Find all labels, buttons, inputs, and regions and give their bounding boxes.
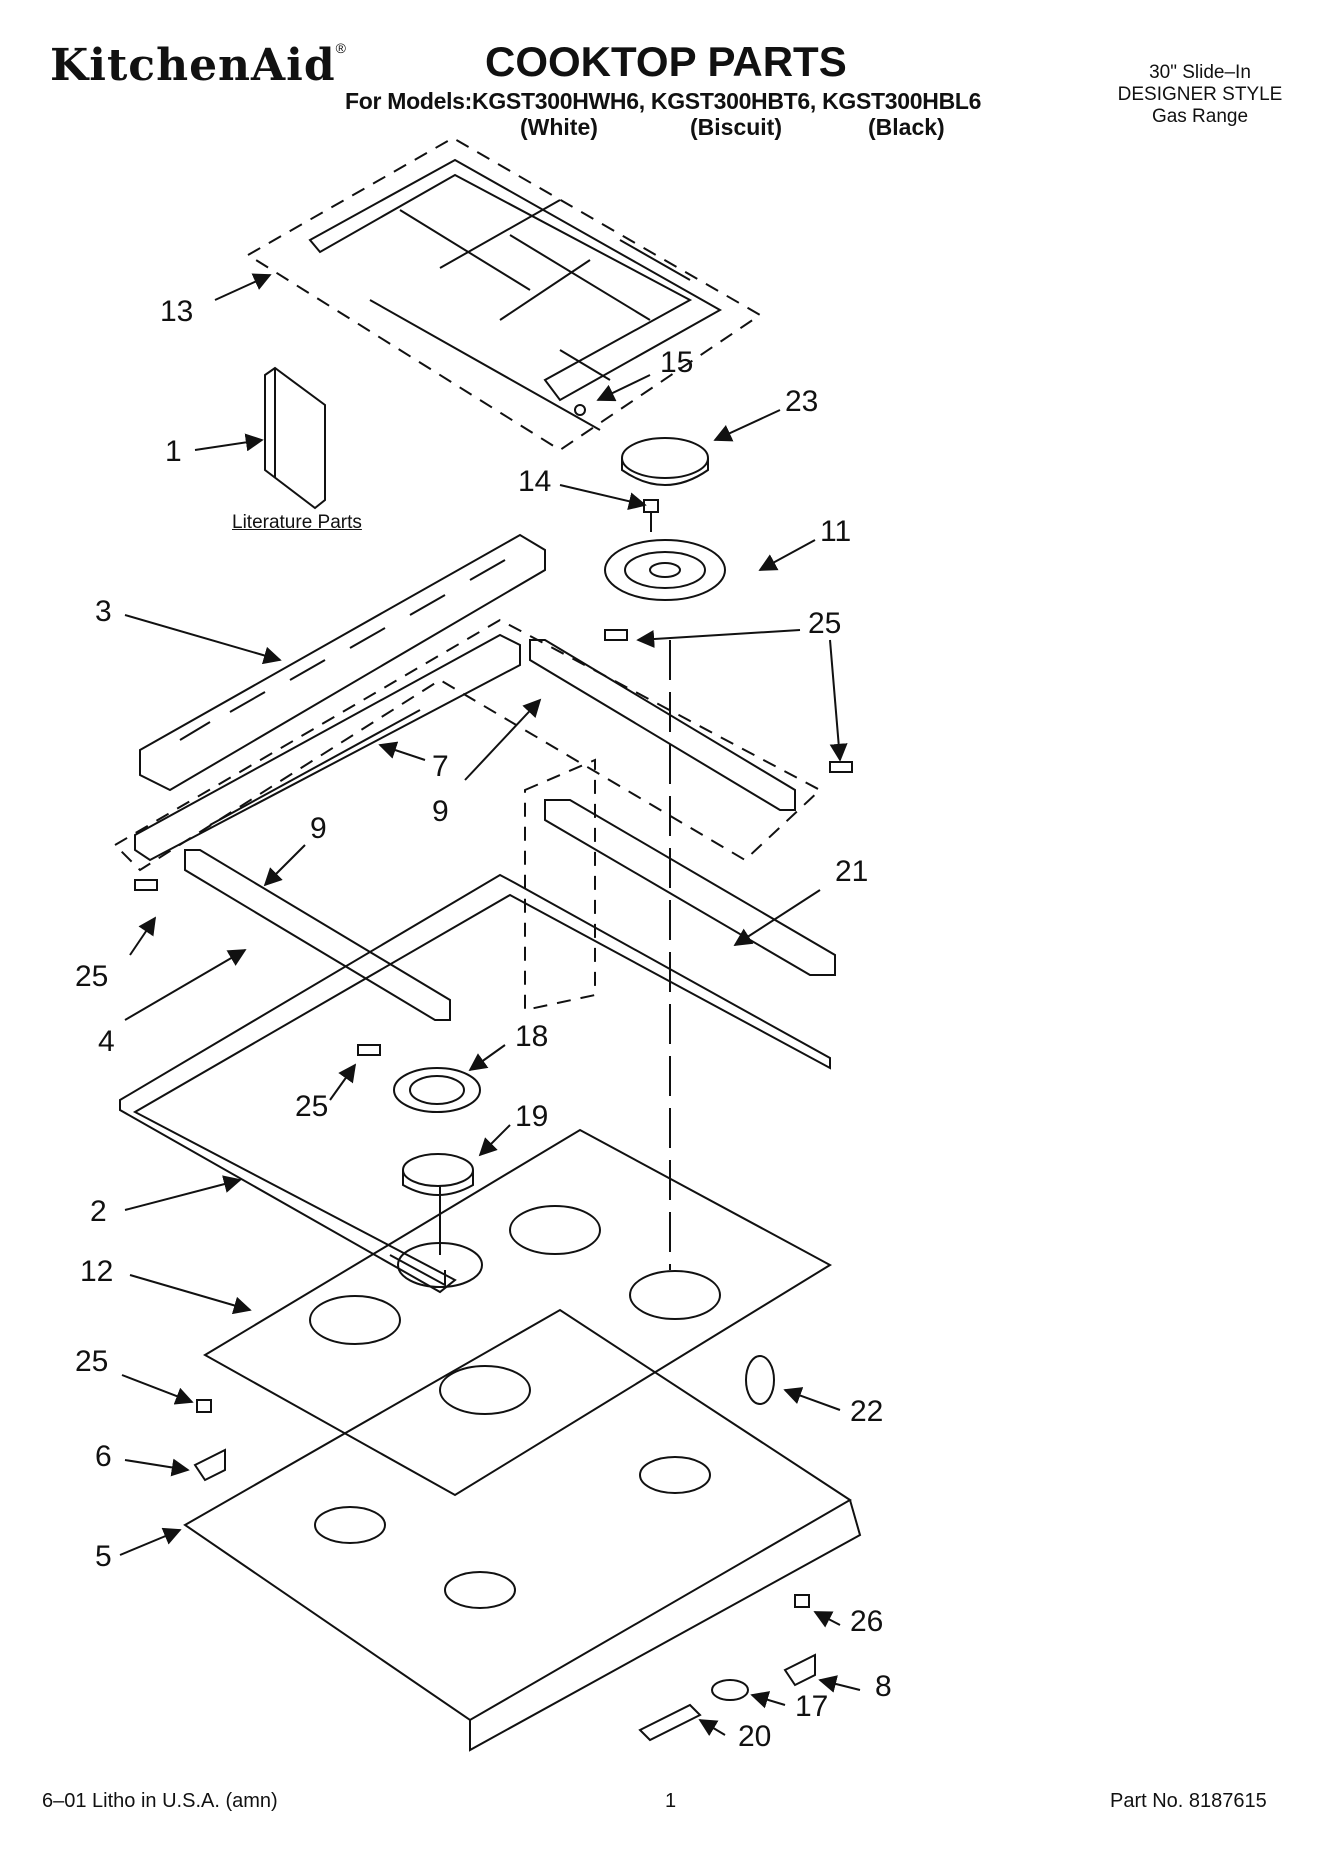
part-orifice-22	[745, 1355, 775, 1405]
leader-arrows	[119, 273, 861, 1737]
callout-6: 6	[95, 1440, 112, 1473]
callout-11: 11	[820, 515, 852, 548]
callout-19: 19	[515, 1100, 549, 1133]
part-screw-26	[794, 1594, 810, 1608]
callout-3: 3	[95, 595, 112, 628]
page-title: COOKTOP PARTS	[485, 38, 847, 85]
callout-5: 5	[95, 1540, 112, 1573]
callout-26: 26	[850, 1605, 884, 1638]
page-number: 1	[665, 1790, 677, 1812]
part-number: Part No. 8187615	[1110, 1790, 1267, 1812]
callout-15: 15	[660, 346, 694, 379]
group-outline-left	[524, 758, 596, 1012]
part-burner-ring	[393, 1067, 481, 1113]
callout-17: 17	[795, 1690, 829, 1723]
footer-print-info: 6–01 Litho in U.S.A. (amn)	[42, 1790, 278, 1812]
callout-8: 8	[875, 1670, 892, 1703]
part-bracket-20	[638, 1703, 702, 1742]
callout-14: 14	[518, 465, 552, 498]
product-line-1: 30" Slide–In	[1149, 62, 1251, 83]
product-line-2: DESIGNER STYLE	[1117, 84, 1283, 105]
part-side-strip	[544, 799, 836, 976]
part-screw-25-b	[829, 761, 853, 773]
callout-23: 23	[785, 385, 819, 418]
part-clip-6	[193, 1448, 226, 1482]
part-screw-25-a	[604, 629, 628, 641]
part-bracket-9-right	[529, 639, 796, 811]
part-grate	[246, 136, 762, 452]
brand-logo: KitchenAid®	[50, 40, 347, 91]
part-manifold-bracket	[134, 633, 521, 862]
part-burner-box	[183, 1308, 862, 1752]
callout-25: 25	[808, 607, 842, 640]
variant-black: (Black)	[868, 114, 945, 140]
part-literature	[264, 366, 326, 510]
callout-9: 9	[432, 795, 449, 828]
callout-9: 9	[310, 812, 327, 845]
callout-13: 13	[160, 295, 194, 328]
part-bracket-9-left	[184, 849, 451, 1021]
part-screw-14	[643, 499, 659, 532]
part-cooktop	[203, 1128, 833, 1497]
part-screw-25-e	[196, 1399, 212, 1413]
part-gasket-frame	[119, 873, 831, 1294]
callout-25: 25	[295, 1090, 329, 1123]
part-igniter-17	[711, 1679, 749, 1701]
variant-white: (White)	[520, 114, 598, 140]
part-clip-8	[783, 1653, 816, 1687]
part-burner-cap	[621, 437, 709, 486]
registered-mark: ®	[335, 40, 347, 56]
brand-name: KitchenAid	[50, 40, 336, 91]
callout-22: 22	[850, 1395, 884, 1428]
callout-25: 25	[75, 960, 109, 993]
callout-18: 18	[515, 1020, 549, 1053]
literature-parts-label: Literature Parts	[232, 512, 362, 533]
callout-25: 25	[75, 1345, 109, 1378]
part-burner-base	[604, 539, 726, 601]
callout-20: 20	[738, 1720, 772, 1753]
part-screw-25-c	[134, 879, 158, 891]
part-rear-vent-trim	[139, 533, 546, 792]
models-line: For Models:KGST300HWH6, KGST300HBT6, KGS…	[345, 88, 982, 114]
callout-12: 12	[80, 1255, 114, 1288]
product-line-3: Gas Range	[1151, 106, 1249, 127]
variant-biscuit: (Biscuit)	[690, 114, 782, 140]
callout-2: 2	[90, 1195, 107, 1228]
callout-4: 4	[98, 1025, 115, 1058]
callout-1: 1	[165, 435, 182, 468]
part-screw-25-d	[357, 1044, 381, 1056]
part-burner-head	[402, 1153, 474, 1196]
callout-7: 7	[432, 750, 449, 783]
group-outline-brackets	[113, 618, 822, 872]
callout-21: 21	[835, 855, 869, 888]
